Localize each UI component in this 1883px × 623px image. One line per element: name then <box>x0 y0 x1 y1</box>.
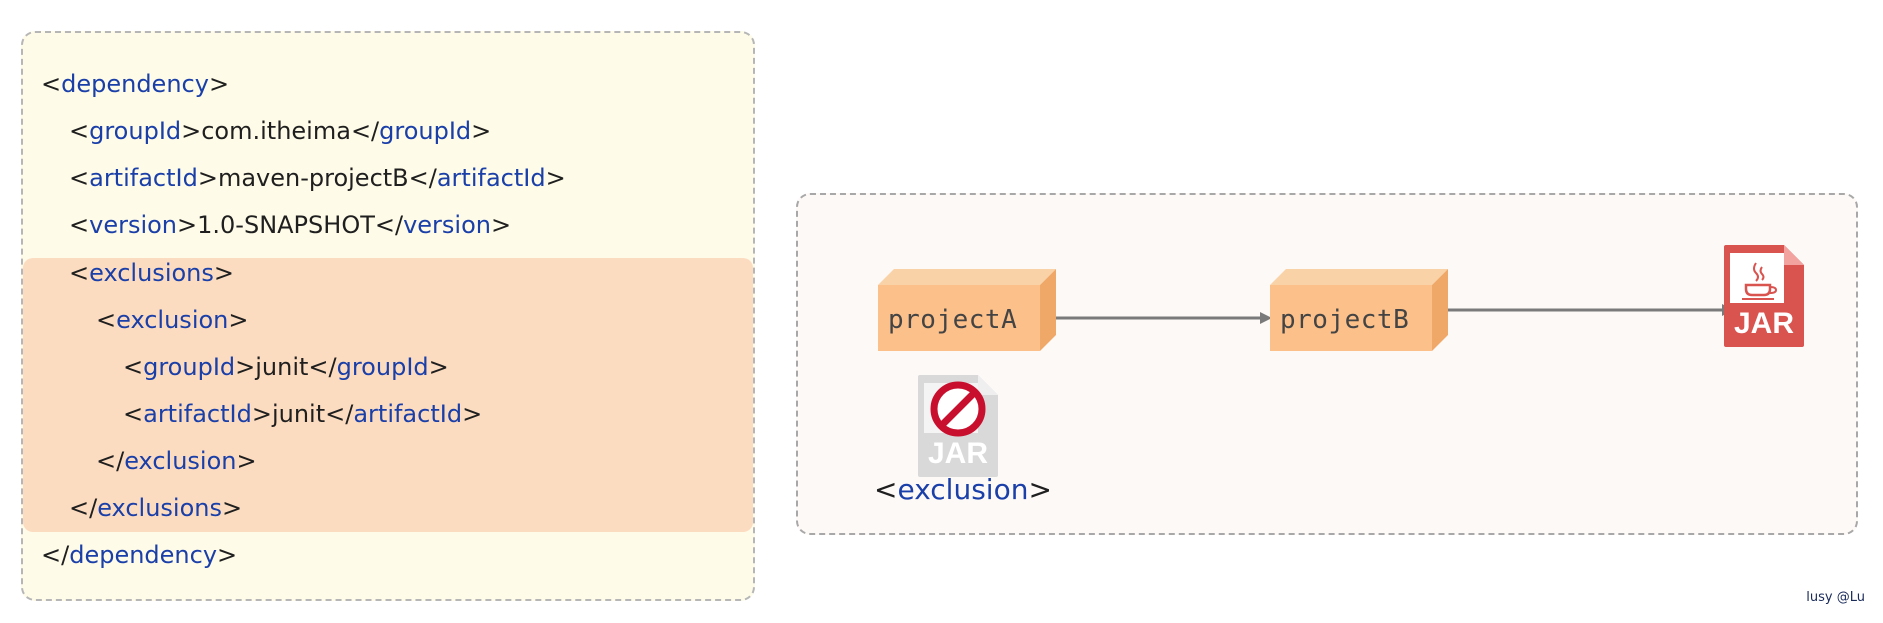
code-line-excl-artifactid: <artifactId>junit</artifactId> <box>123 400 483 428</box>
code-line-dependency-close: </dependency> <box>41 541 238 569</box>
code-panel: <dependency> <groupId>com.itheima</group… <box>21 31 755 601</box>
code-line-excl-groupid: <groupId>junit</groupId> <box>123 353 449 381</box>
project-b-label: projectB <box>1280 305 1410 335</box>
exclusion-tag-label: <exclusion> <box>874 473 1052 506</box>
arrow-b-to-jar <box>1448 304 1734 316</box>
project-a-cube-shape <box>878 269 1056 351</box>
code-line-exclusion-close: </exclusion> <box>96 447 257 475</box>
project-a-box: projectA <box>878 269 1056 351</box>
excluded-jar-label: JAR <box>927 437 988 470</box>
jar-file-icon: JAR <box>1722 243 1806 349</box>
code-line-exclusions-open: <exclusions> <box>69 259 234 287</box>
jar-label: JAR <box>1733 307 1794 340</box>
watermark: lusy @Lu <box>1806 590 1865 605</box>
diagram-panel: projectA projectB JAR <box>796 193 1858 535</box>
project-b-cube-shape <box>1270 269 1448 351</box>
code-line-exclusions-close: </exclusions> <box>69 494 243 522</box>
code-line-dependency-open: <dependency> <box>41 70 230 98</box>
code-line-version: <version>1.0-SNAPSHOT</version> <box>69 211 512 239</box>
code-line-exclusion-open: <exclusion> <box>96 306 249 334</box>
arrow-a-to-b <box>1056 312 1272 324</box>
exclusions-highlight <box>23 258 753 532</box>
project-b-box: projectB <box>1270 269 1448 351</box>
excluded-jar-icon: JAR <box>916 373 1000 479</box>
code-line-artifactid: <artifactId>maven-projectB</artifactId> <box>69 164 566 192</box>
code-line-groupid: <groupId>com.itheima</groupId> <box>69 117 492 145</box>
project-a-label: projectA <box>888 305 1018 335</box>
